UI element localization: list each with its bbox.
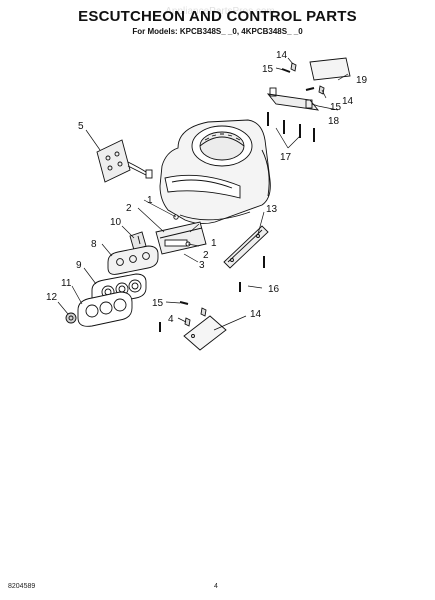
callout-11: 12 bbox=[46, 292, 58, 303]
watermark: AppliancePartsPros.com bbox=[165, 6, 275, 17]
callout-labels: 5 1 2 10 1 2 3 8 9 11 12 13 14 14 15 19 … bbox=[46, 50, 368, 325]
page-number: 4 bbox=[214, 583, 218, 590]
callout-8: 9 bbox=[76, 260, 82, 271]
callout-2b: 2 bbox=[203, 250, 209, 261]
callout-12: 13 bbox=[266, 204, 278, 215]
part-14-screws-bottom bbox=[184, 307, 207, 327]
callout-15-right: 15 bbox=[330, 102, 342, 113]
page-title: ESCUTCHEON AND CONTROL PARTS bbox=[78, 8, 357, 25]
part-16-screws bbox=[239, 256, 265, 292]
part-15-screws-bottom bbox=[159, 301, 189, 332]
callout-4: 5 bbox=[78, 121, 84, 132]
part-3-escutcheon bbox=[155, 214, 207, 255]
part-9-overlay bbox=[77, 291, 133, 327]
callout-3: 3 bbox=[199, 260, 205, 271]
part-19-label-plate bbox=[309, 57, 351, 81]
models-subtitle: For Models: KPCB348S_ _0, 4KPCB348S_ _0 bbox=[132, 27, 303, 36]
callout-19: 19 bbox=[356, 75, 368, 86]
part-18-hinge-bracket bbox=[266, 87, 320, 111]
callout-1b: 1 bbox=[211, 238, 217, 249]
callout-2a: 2 bbox=[126, 203, 132, 214]
callout-14-top: 14 bbox=[276, 50, 288, 61]
part-15-screw-right bbox=[305, 87, 315, 91]
blender-base-housing bbox=[159, 119, 271, 225]
callout-17: 17 bbox=[280, 152, 292, 163]
part-17-screws bbox=[267, 112, 315, 142]
leader-lines bbox=[57, 57, 349, 331]
callout-18: 18 bbox=[328, 116, 340, 127]
callout-15-bottom: 15 bbox=[152, 298, 164, 309]
callout-14-right: 14 bbox=[342, 96, 354, 107]
part-14-screw-top bbox=[290, 62, 297, 72]
document-number: 8204589 bbox=[8, 583, 36, 590]
callout-9: 11 bbox=[61, 278, 72, 289]
callout-5: 8 bbox=[91, 239, 97, 250]
callout-16: 16 bbox=[268, 284, 280, 295]
callout-10: 10 bbox=[110, 217, 122, 228]
callout-13: 14 bbox=[250, 309, 262, 320]
callout-15-top: 15 bbox=[262, 64, 274, 75]
part-11-nut bbox=[65, 312, 77, 324]
part-5-button-panel bbox=[107, 245, 159, 275]
part-12-trim-strip bbox=[223, 225, 269, 269]
part-4-control-board bbox=[96, 139, 153, 183]
callout-14-bottom: 4 bbox=[168, 314, 174, 325]
part-13-bottom-plate bbox=[183, 315, 227, 351]
callout-1a: 1 bbox=[147, 195, 153, 206]
